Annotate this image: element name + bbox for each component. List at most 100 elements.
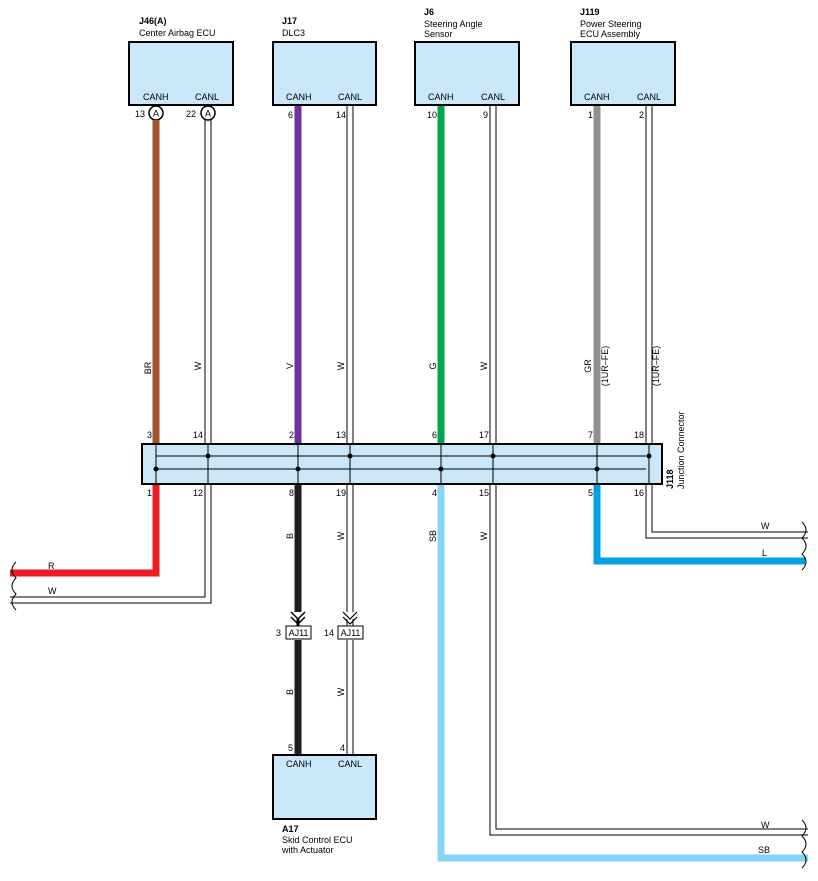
pin-number: 22 — [186, 109, 196, 119]
ecu-box — [414, 41, 520, 106]
wire-r — [10, 484, 160, 577]
pin-number: 1 — [588, 110, 593, 120]
pin-number: 13 — [135, 109, 145, 119]
pin-number: 2 — [289, 430, 294, 440]
wire-color-label: W — [761, 820, 770, 830]
wire-color-label: GR — [583, 359, 593, 373]
wire-break-right — [801, 521, 807, 571]
junction-code: J118 — [665, 469, 675, 489]
junction-dot — [594, 466, 600, 472]
wire-color-label: R — [48, 561, 55, 571]
aj11-label: AJ11 — [289, 628, 309, 638]
canh-label: CANH — [286, 92, 312, 102]
wire-w-outline — [645, 484, 808, 539]
canl-label: CANL — [338, 759, 362, 769]
ecu-skid-control: 5 4 CANH CANL A17 Skid Control ECU with … — [272, 743, 377, 855]
wire-color-label: W — [479, 361, 489, 370]
canh-label: CANH — [143, 92, 169, 102]
wire-color-label: L — [762, 548, 767, 558]
ecu-box — [272, 41, 377, 106]
ecu-box — [570, 41, 676, 106]
junction-name: Junction Connector — [676, 411, 686, 489]
pin-number: 15 — [479, 488, 489, 498]
junction-dot — [347, 453, 353, 459]
junction-box — [141, 443, 663, 485]
wire-w-outline — [495, 484, 808, 830]
pin-number: 8 — [289, 488, 294, 498]
ecu-box — [272, 754, 377, 820]
wire-w-outline — [10, 484, 206, 598]
wire-color-label: BR — [143, 361, 153, 374]
junction-dot — [646, 453, 652, 459]
pin-number: 14 — [193, 430, 203, 440]
ecu-code: J6 — [424, 7, 434, 17]
ecu-name: Center Airbag ECU — [139, 28, 216, 38]
pin-number: 6 — [288, 110, 293, 120]
lower-wire-labels: B W SB W B W — [285, 530, 489, 696]
ecu-name: DLC3 — [282, 28, 305, 38]
pin-number: 5 — [288, 743, 293, 753]
wire-sb — [437, 484, 808, 862]
aj11-connector: AJ11 AJ11 3 14 — [276, 611, 364, 640]
pin-number: 6 — [432, 430, 437, 440]
ecu-name-line1: Power Steering — [580, 19, 642, 29]
pin-number: 2 — [639, 110, 644, 120]
pin-number: 3 — [276, 628, 281, 638]
junction-dot — [153, 466, 159, 472]
pin-number: 10 — [427, 110, 437, 120]
pin-number: 19 — [336, 488, 346, 498]
wire-color-label: W — [479, 531, 489, 540]
wire-color-label: SB — [428, 530, 438, 542]
pin-number: 3 — [147, 430, 152, 440]
wire-color-label: B — [285, 533, 295, 539]
canh-label: CANH — [584, 92, 610, 102]
pin-number: 5 — [588, 488, 593, 498]
wire-w-outline — [10, 484, 212, 604]
junction-dot — [438, 466, 444, 472]
ecu-code: J119 — [580, 7, 600, 17]
ecu-box — [128, 41, 234, 106]
ecu-code: J46(A) — [139, 16, 167, 26]
aj11-box — [285, 625, 312, 640]
ecu-power-steering: J119 Power Steering ECU Assembly CANH CA… — [570, 7, 676, 120]
canl-label: CANL — [195, 92, 219, 102]
pin-number: 4 — [432, 488, 437, 498]
pin-number: 14 — [324, 628, 334, 638]
wire-color-label: W — [761, 521, 770, 531]
wire-break-bottom — [801, 819, 807, 869]
ecu-name-line1: Skid Control ECU — [282, 835, 353, 845]
canh-label: CANH — [428, 92, 454, 102]
exit-wire-labels: R W W L W SB — [48, 521, 770, 855]
wire-l — [593, 484, 805, 565]
junction-dot — [490, 453, 496, 459]
ecu-name-line1: Steering Angle — [424, 19, 483, 29]
ecu-dlc3: J17 DLC3 CANH CANL 6 14 — [272, 16, 377, 120]
pin-number: 1 — [147, 488, 152, 498]
canl-label: CANL — [481, 92, 505, 102]
wire-color-label: B — [285, 689, 295, 695]
chevron-icon — [342, 611, 358, 620]
ecu-name-line2: ECU Assembly — [580, 29, 641, 39]
pin-number: 7 — [588, 430, 593, 440]
pin-number: 4 — [340, 743, 345, 753]
canh-label: CANH — [286, 759, 312, 769]
wire-color-label: (1UR–FE) — [600, 346, 610, 387]
connector-letter: A — [153, 109, 159, 119]
junction-connector: J118 Junction Connector 3 14 2 13 6 17 7… — [141, 411, 686, 498]
connector-circle — [200, 105, 216, 121]
ecu-code: J17 — [282, 16, 297, 26]
ecu-name-line2: with Actuator — [281, 845, 334, 855]
junction-dot — [295, 466, 301, 472]
aj11-label: AJ11 — [341, 628, 361, 638]
pin-number: 12 — [193, 488, 203, 498]
ecu-name-line2: Sensor — [424, 29, 453, 39]
wire-color-label: (1UR–FE) — [651, 346, 661, 387]
wire-w-outline — [489, 484, 808, 836]
aj11-box — [337, 625, 364, 640]
pin-number: 18 — [634, 430, 644, 440]
wire-color-label: V — [285, 363, 295, 369]
canl-label: CANL — [338, 92, 362, 102]
wire-color-label: W — [48, 586, 57, 596]
wire-color-label: W — [336, 361, 346, 370]
